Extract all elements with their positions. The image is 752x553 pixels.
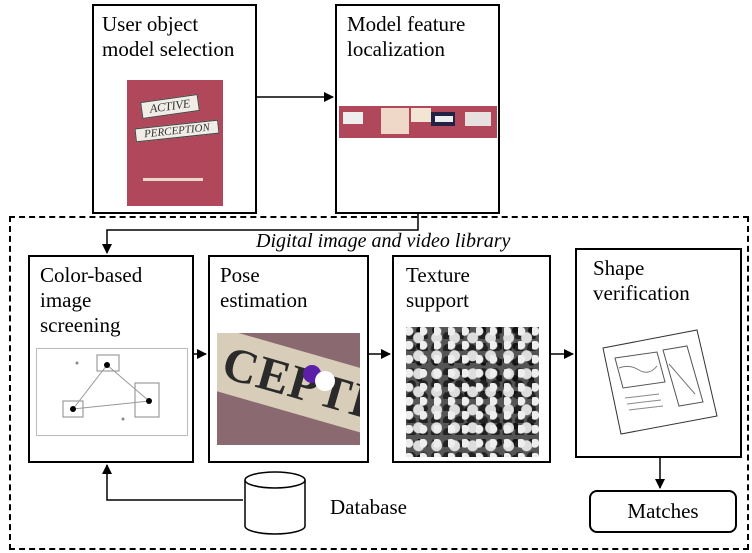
texture-image: [406, 327, 539, 457]
shape-label: Shape verification: [593, 256, 690, 305]
pose-box: Pose estimation CEPTI: [208, 255, 369, 463]
user-object-label: User object model selection: [102, 12, 235, 61]
texture-label: Texture support: [406, 263, 470, 312]
matches-box: Matches: [589, 490, 737, 533]
feature-strip-image: [339, 106, 497, 138]
pose-image: CEPTI: [217, 333, 360, 445]
pose-label: Pose estimation: [220, 263, 308, 312]
color-screening-box: Color-based image screening: [28, 255, 194, 463]
shape-box: Shape verification: [575, 248, 742, 458]
arrow-database-to-screening: [102, 464, 243, 501]
model-feature-label: Model feature localization: [347, 12, 466, 61]
screening-graph-image: [36, 348, 188, 436]
model-feature-box: Model feature localization: [335, 4, 500, 214]
texture-box: Texture support: [392, 255, 551, 463]
user-object-box: User object model selection ACTIVE PERCE…: [92, 4, 257, 214]
library-title: Digital image and video library: [254, 230, 513, 253]
color-screening-label: Color-based image screening: [40, 263, 143, 337]
database-icon: [243, 470, 307, 536]
pose-dot-white: [315, 371, 335, 391]
arrow-feature-to-screening: [102, 214, 419, 254]
shape-sketch-image: [599, 324, 721, 438]
database-label: Database: [330, 495, 407, 519]
book-image: ACTIVE PERCEPTION: [127, 80, 223, 206]
library-region: [9, 216, 749, 550]
book-author-line: [143, 178, 203, 181]
